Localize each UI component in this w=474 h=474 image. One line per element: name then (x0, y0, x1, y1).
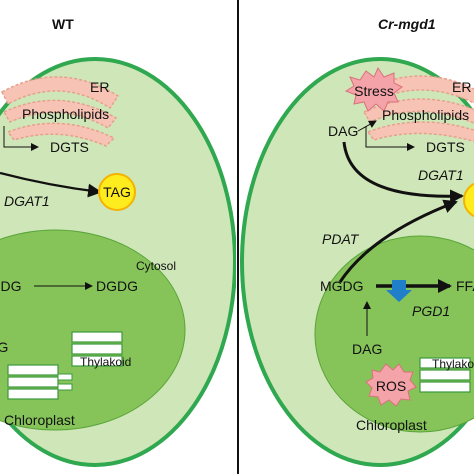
arrow-dag-phospholipids (357, 120, 377, 132)
arrow-to-dgts-mgd1 (365, 126, 415, 151)
mgdg-label-wt: MGDG (0, 278, 22, 294)
arrow-dag-to-tag-mgd1 (342, 141, 464, 204)
arrow-to-dgts-wt (3, 126, 39, 151)
phospholipids-label-wt: Phospholipids (22, 106, 109, 122)
thylakoid-mgd1 (419, 357, 471, 393)
mgdg-label-mgd1: MGDG (320, 278, 364, 294)
dag-label-wt: DAG (0, 339, 8, 355)
chloroplast-label-mgd1: Chloroplast (356, 417, 427, 433)
panel-title-wt: WT (52, 16, 74, 32)
thylakoid-label-mgd1: Thylakoid (432, 357, 474, 371)
panel-mgd1: ER Stress Phospholipids DAG DGTS DGAT1 P… (240, 57, 474, 467)
arrow-pdat (338, 199, 458, 283)
phospholipids-label-mgd1: Phospholipids (382, 107, 469, 123)
dag-top-label-mgd1: DAG (328, 123, 358, 139)
dgts-label-mgd1: DGTS (426, 139, 465, 155)
dgdg-label-wt: DGDG (96, 278, 138, 294)
dgat-label-wt: DGAT1 (4, 193, 50, 209)
tag-label-wt: TAG (103, 184, 131, 200)
ffa-label: FFA (456, 278, 474, 294)
panel-wt: ER Phospholipids DGTS DGAT1 TAG Cytosol … (0, 57, 236, 467)
ros-label: ROS (376, 378, 406, 394)
tag-droplet-wt (98, 173, 136, 211)
thylakoid-label-wt: Thylakoid (80, 355, 131, 369)
ros-burst (365, 363, 417, 407)
blue-down-arrow-icon (386, 280, 412, 302)
dgts-label-wt: DGTS (50, 139, 89, 155)
cytosol-label-wt: Cytosol (136, 259, 176, 273)
stress-burst (344, 66, 403, 112)
er-label-mgd1: ER (452, 79, 471, 95)
stress-label: Stress (354, 83, 394, 99)
dag-label-mgd1: DAG (352, 341, 382, 357)
er-label-wt: ER (90, 79, 109, 95)
tag-droplet-mgd1 (463, 182, 474, 218)
panel-title-mgd1: Cr-mgd1 (378, 16, 436, 32)
arrow-to-tag-wt (0, 171, 102, 198)
pdat-label: PDAT (322, 231, 360, 247)
dgat-label-mgd1: DGAT1 (418, 167, 464, 183)
thylakoid-wt (7, 331, 123, 400)
chloroplast-label-wt: Chloroplast (4, 412, 75, 428)
er-wt (1, 76, 120, 147)
pgd1-label: PGD1 (412, 303, 450, 319)
